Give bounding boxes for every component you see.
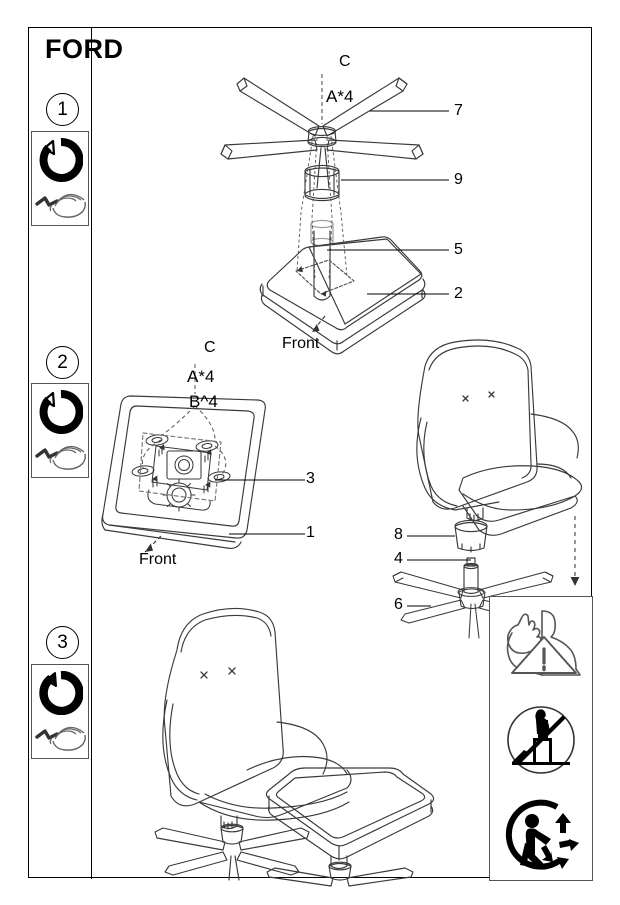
chair-shell-outer xyxy=(417,339,538,510)
tool-box-step-1: 75% xyxy=(31,131,89,226)
armchair-star-base xyxy=(154,823,310,881)
triman-recycling-icon xyxy=(505,799,579,870)
footstool-body xyxy=(259,236,426,355)
seat-cushion xyxy=(458,465,583,522)
instruction-sheet: FORD 1 75% 2 75% xyxy=(28,27,593,887)
safety-icon-box xyxy=(489,596,593,881)
tool-box-step-3: 100% xyxy=(31,664,89,759)
hand-allen-key-icon xyxy=(35,193,86,218)
screw-path-dashes xyxy=(296,135,348,281)
callout-fig1-7: 7 xyxy=(454,102,463,119)
leader-lines-fig2 xyxy=(215,479,305,535)
callout-fig3-8: 8 xyxy=(394,526,403,543)
hand-allen-key-icon xyxy=(35,445,86,470)
callout-fig1-front: Front xyxy=(282,335,320,352)
gas-lift-4 xyxy=(463,557,479,595)
callout-fig2-A4: A*4 xyxy=(187,367,215,386)
figure-chair-onto-base xyxy=(392,339,583,639)
tool-box-step-2: 75% xyxy=(31,383,89,478)
leader-lines-fig1 xyxy=(327,110,449,295)
front-arrow-fig2 xyxy=(144,535,162,553)
step-column-divider xyxy=(91,28,92,879)
bolt-arrow-heads-fig2 xyxy=(152,444,212,488)
callout-fig2-B4: B^4 xyxy=(189,392,218,411)
figure-base-and-footstool-assembly xyxy=(220,74,449,355)
person-glyph xyxy=(520,813,551,868)
torque-value-2: 75% xyxy=(53,408,69,417)
hand-allen-key-icon xyxy=(35,726,86,751)
seat-mechanism xyxy=(131,434,231,512)
rotate-arrow-icon: 100% xyxy=(39,671,83,715)
callout-fig1-9: 9 xyxy=(454,171,463,188)
step-number-1: 1 xyxy=(46,93,79,126)
callout-fig2-C: C xyxy=(204,339,216,356)
star-base-6 xyxy=(392,571,554,639)
rotate-arrow-icon: 75% xyxy=(39,138,83,182)
assembly-guide-lines-fig2 xyxy=(141,364,227,477)
cover-cap-8 xyxy=(454,519,488,553)
callout-fig2-front: Front xyxy=(139,551,177,568)
seat-pan-outline xyxy=(102,395,266,539)
step-number-3: 3 xyxy=(46,626,79,659)
safety-cell-attention xyxy=(490,597,592,692)
callout-fig2-3: 3 xyxy=(306,470,315,487)
ottoman xyxy=(265,767,435,887)
callout-fig1-A4: A*4 xyxy=(326,87,354,106)
screw-arrow-heads xyxy=(297,266,327,297)
torque-value-1: 75% xyxy=(53,156,69,165)
person-attention-warning-icon xyxy=(506,609,581,676)
rotate-arrow-icon: 75% xyxy=(39,390,83,434)
callout-fig2-1: 1 xyxy=(306,524,315,541)
recycle-arrows xyxy=(541,812,579,862)
callout-fig1-2: 2 xyxy=(454,285,463,302)
star-base-legs xyxy=(220,77,424,189)
armchair-shell xyxy=(163,607,284,807)
leader-lines-fig3 xyxy=(407,535,471,607)
no-standing-on-chair-icon xyxy=(507,705,575,774)
safety-cell-no-standing xyxy=(490,692,592,787)
figure-final-assembly-chair-and-ottoman xyxy=(154,607,435,887)
callout-fig3-6: 6 xyxy=(394,596,403,613)
callout-fig3-4: 4 xyxy=(394,550,403,567)
step-number-2: 2 xyxy=(46,346,79,379)
callout-fig1-C: C xyxy=(339,53,351,70)
safety-cell-recycle xyxy=(490,787,592,882)
figure-seat-mechanism-mounting xyxy=(101,364,305,553)
torque-value-3: 100% xyxy=(52,689,71,698)
brand-title: FORD xyxy=(45,34,124,64)
callout-fig1-5: 5 xyxy=(454,241,463,258)
